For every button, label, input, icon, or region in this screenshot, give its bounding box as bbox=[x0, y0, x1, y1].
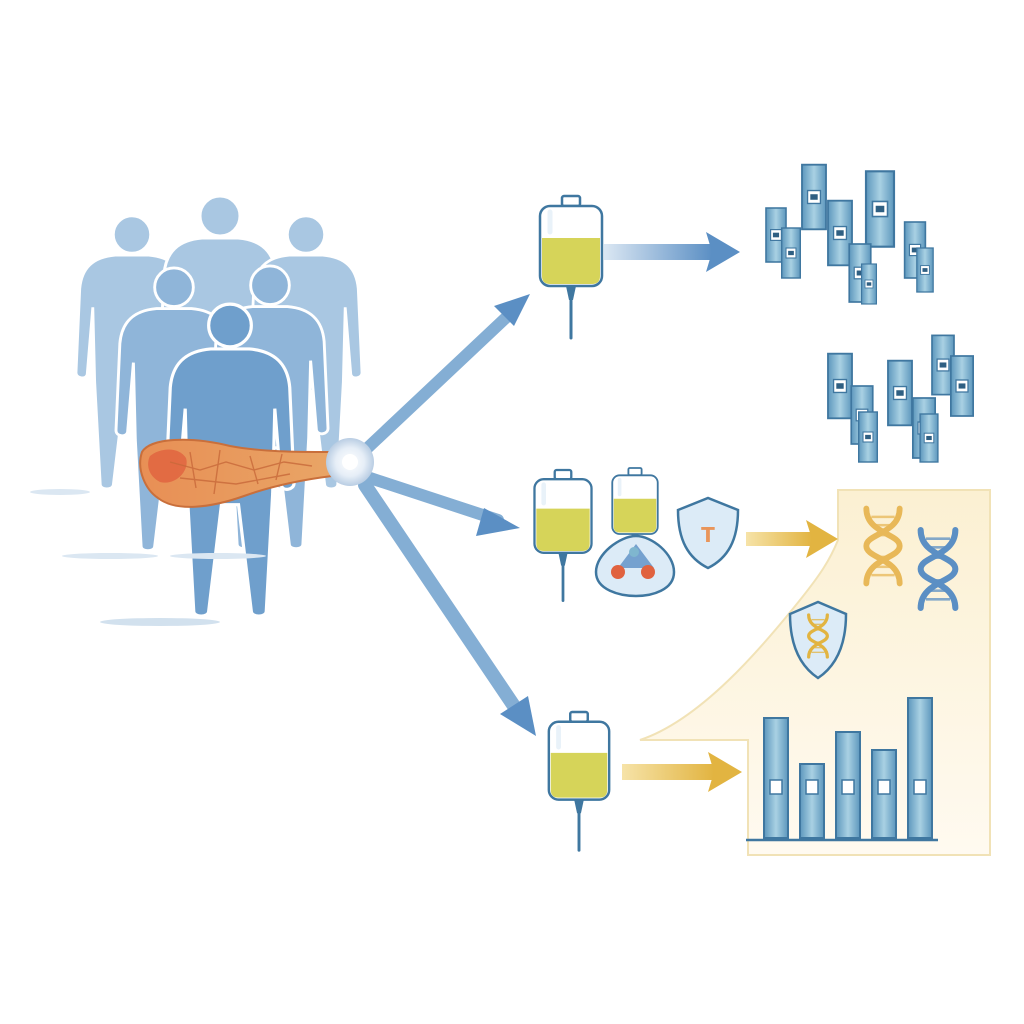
bar-vial-label bbox=[805, 779, 819, 795]
people-group-icon bbox=[30, 194, 364, 626]
branch-bottom bbox=[549, 697, 938, 850]
iv-bag-icon bbox=[534, 470, 591, 601]
bar-vial-label bbox=[913, 779, 927, 795]
arrow-top-output bbox=[604, 232, 740, 272]
bar-vial-chart-icon bbox=[746, 697, 938, 842]
cell-cluster-icon bbox=[594, 534, 676, 598]
shield-icon: T bbox=[676, 496, 740, 570]
shield-label: T bbox=[701, 523, 715, 547]
bar-vial bbox=[907, 697, 933, 839]
bar-vial-label bbox=[841, 779, 855, 795]
branch-top bbox=[540, 163, 975, 463]
arrow-bottom-output bbox=[622, 752, 742, 792]
dna-shield-icon bbox=[788, 600, 848, 680]
bar-vial-label bbox=[877, 779, 891, 795]
iv-bag-icon bbox=[540, 196, 602, 338]
pancreas-tissue-icon bbox=[139, 438, 333, 508]
arrow-middle-output bbox=[746, 520, 838, 558]
branch-arrows bbox=[354, 294, 536, 736]
branch-middle: T bbox=[534, 468, 955, 680]
bar-vial bbox=[799, 763, 825, 839]
sample-vial-cluster-icon bbox=[826, 334, 975, 463]
sample-vial-cluster-icon bbox=[765, 163, 935, 305]
iv-bag-icon bbox=[549, 712, 609, 850]
bar-vial bbox=[763, 717, 789, 839]
bar-vial-label bbox=[769, 779, 783, 795]
branch-node-icon bbox=[326, 438, 374, 486]
bar-vial bbox=[835, 731, 861, 839]
